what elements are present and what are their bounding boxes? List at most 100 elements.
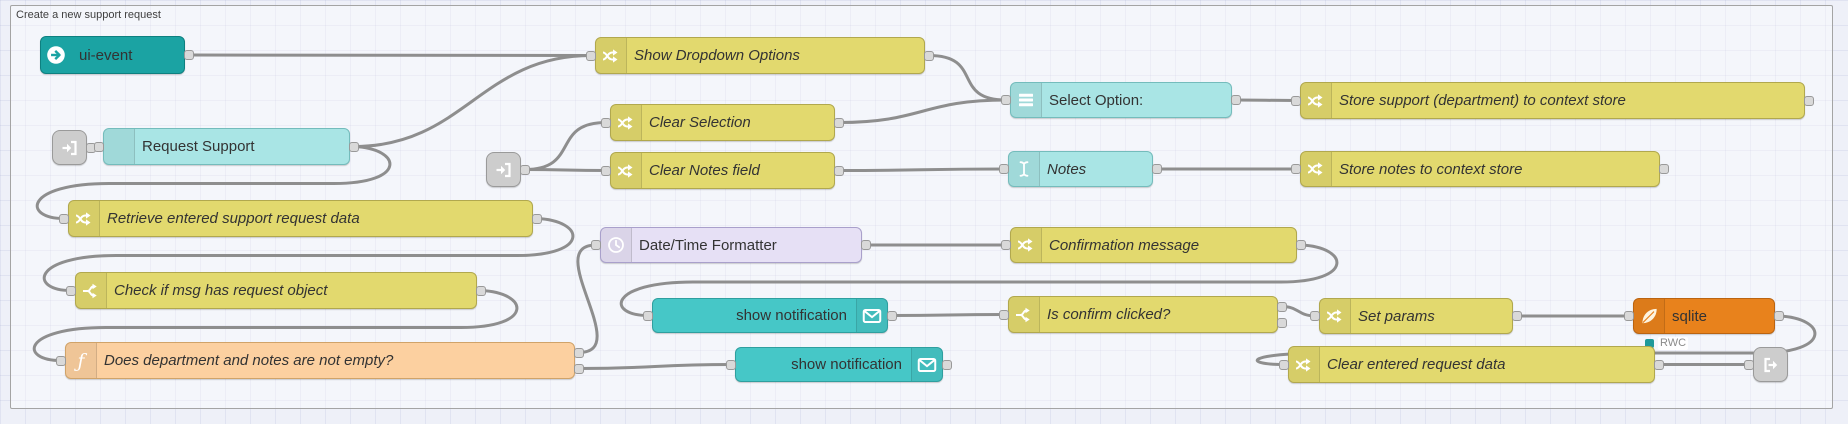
node-link-in-1[interactable] bbox=[52, 130, 87, 165]
port[interactable] bbox=[59, 213, 69, 224]
node-request-support[interactable]: Request Support bbox=[103, 128, 350, 165]
port[interactable] bbox=[1277, 317, 1287, 328]
port[interactable] bbox=[834, 117, 844, 128]
wire-retrieve-to-check-msg[interactable] bbox=[42, 217, 575, 292]
wire-notify-1-to-is-confirm[interactable] bbox=[890, 313, 1006, 317]
node-notify-1[interactable]: show notification bbox=[652, 298, 888, 333]
port[interactable] bbox=[643, 310, 653, 321]
node-label: sqlite bbox=[1672, 307, 1708, 325]
port[interactable] bbox=[1624, 311, 1634, 321]
wire-does-dept-to-notify-2[interactable] bbox=[577, 363, 733, 370]
port[interactable] bbox=[1512, 311, 1522, 321]
wire-show-dropdown-to-select-option[interactable] bbox=[927, 54, 1008, 102]
node-label: Confirmation message bbox=[1049, 236, 1200, 254]
port[interactable] bbox=[834, 165, 844, 176]
node-label: show notification bbox=[736, 307, 847, 324]
node-datetime[interactable]: Date/Time Formatter bbox=[600, 227, 862, 263]
wire-confirmation-to-notify-1[interactable] bbox=[619, 243, 1339, 317]
node-link-in-2[interactable] bbox=[486, 152, 521, 187]
wire-request-support-to-retrieve[interactable] bbox=[35, 145, 392, 220]
port[interactable] bbox=[1804, 95, 1814, 106]
port[interactable] bbox=[66, 285, 76, 296]
node-link-out[interactable] bbox=[1753, 347, 1788, 382]
port[interactable] bbox=[476, 285, 486, 296]
node-ui-event[interactable]: ui-event bbox=[40, 36, 185, 74]
node-label: Clear Notes field bbox=[649, 162, 760, 179]
node-store-support[interactable]: Store support (department) to context st… bbox=[1300, 82, 1805, 119]
port[interactable] bbox=[861, 240, 871, 250]
node-clear-notes[interactable]: Clear Notes field bbox=[610, 152, 835, 189]
node-select-option[interactable]: Select Option: bbox=[1010, 82, 1232, 118]
port[interactable] bbox=[924, 50, 934, 61]
wire-link-in-2-to-clear-notes[interactable] bbox=[523, 168, 608, 172]
port[interactable] bbox=[1659, 164, 1669, 174]
node-label: Does department and notes are not empty? bbox=[104, 352, 394, 369]
wire-select-option-to-store-support[interactable] bbox=[1234, 98, 1298, 102]
port[interactable] bbox=[1152, 164, 1162, 174]
port[interactable] bbox=[999, 309, 1009, 320]
port[interactable] bbox=[520, 164, 530, 175]
node-label: Clear Selection bbox=[649, 114, 751, 131]
port[interactable] bbox=[1001, 95, 1011, 105]
node-status-dot bbox=[1645, 339, 1654, 348]
envelope-icon bbox=[856, 299, 887, 332]
port[interactable] bbox=[56, 355, 66, 366]
wire-check-msg-to-does-dept[interactable] bbox=[32, 289, 519, 362]
port[interactable] bbox=[574, 347, 584, 358]
port[interactable] bbox=[94, 141, 104, 152]
port[interactable] bbox=[1744, 359, 1754, 370]
hand-pointer-icon bbox=[104, 129, 135, 164]
port[interactable] bbox=[591, 240, 601, 250]
port[interactable] bbox=[349, 141, 359, 152]
port[interactable] bbox=[1291, 95, 1301, 106]
port[interactable] bbox=[1310, 311, 1320, 321]
port[interactable] bbox=[1277, 301, 1287, 312]
node-check-msg[interactable]: Check if msg has request object bbox=[75, 272, 477, 309]
node-confirmation[interactable]: Confirmation message bbox=[1010, 227, 1297, 263]
wire-ui-event-to-show-dropdown[interactable] bbox=[187, 53, 593, 57]
node-label: ui-event bbox=[79, 46, 133, 64]
port[interactable] bbox=[1291, 164, 1301, 174]
port[interactable] bbox=[601, 165, 611, 176]
port[interactable] bbox=[586, 50, 596, 61]
node-notes[interactable]: Notes bbox=[1008, 151, 1153, 187]
port[interactable] bbox=[601, 117, 611, 128]
port[interactable] bbox=[1296, 240, 1306, 250]
wire-clear-selection-to-select-option[interactable] bbox=[837, 98, 1008, 124]
port[interactable] bbox=[726, 359, 736, 370]
node-store-notes[interactable]: Store notes to context store bbox=[1300, 151, 1660, 187]
node-clear-entered[interactable]: Clear entered request data bbox=[1288, 346, 1655, 383]
port[interactable] bbox=[1774, 311, 1784, 321]
node-show-dropdown[interactable]: Show Dropdown Options bbox=[595, 37, 925, 74]
node-retrieve[interactable]: Retrieve entered support request data bbox=[68, 200, 533, 237]
port[interactable] bbox=[999, 164, 1009, 174]
node-notify-2[interactable]: show notification bbox=[735, 347, 943, 382]
node-sqlite[interactable]: sqlite bbox=[1633, 298, 1775, 334]
port[interactable] bbox=[184, 50, 194, 60]
shuffle-icon bbox=[1301, 152, 1332, 186]
port[interactable] bbox=[1279, 359, 1289, 370]
wire-clear-notes-to-notes[interactable] bbox=[837, 167, 1006, 172]
port[interactable] bbox=[887, 310, 897, 321]
node-set-params[interactable]: Set params bbox=[1319, 298, 1513, 334]
node-label: Select Option: bbox=[1049, 91, 1144, 109]
function-icon: ƒ bbox=[66, 343, 97, 378]
node-is-confirm[interactable]: Is confirm clicked? bbox=[1008, 296, 1278, 333]
shuffle-icon bbox=[596, 38, 627, 73]
port[interactable] bbox=[532, 213, 542, 224]
port[interactable] bbox=[1001, 240, 1011, 250]
port[interactable] bbox=[574, 363, 584, 374]
port[interactable] bbox=[1654, 359, 1664, 370]
wire-link-in-2-to-clear-selection[interactable] bbox=[523, 121, 608, 171]
port[interactable] bbox=[1231, 95, 1241, 105]
wire-does-dept-to-datetime[interactable] bbox=[576, 243, 599, 354]
port[interactable] bbox=[942, 359, 952, 370]
node-does-dept[interactable]: ƒ Does department and notes are not empty… bbox=[65, 342, 575, 379]
node-label: Set params bbox=[1358, 307, 1435, 325]
shuffle-icon bbox=[1011, 228, 1042, 262]
wire-request-support-to-show-dropdown[interactable] bbox=[352, 54, 593, 148]
node-clear-selection[interactable]: Clear Selection bbox=[610, 104, 835, 141]
clock-icon bbox=[601, 228, 632, 262]
